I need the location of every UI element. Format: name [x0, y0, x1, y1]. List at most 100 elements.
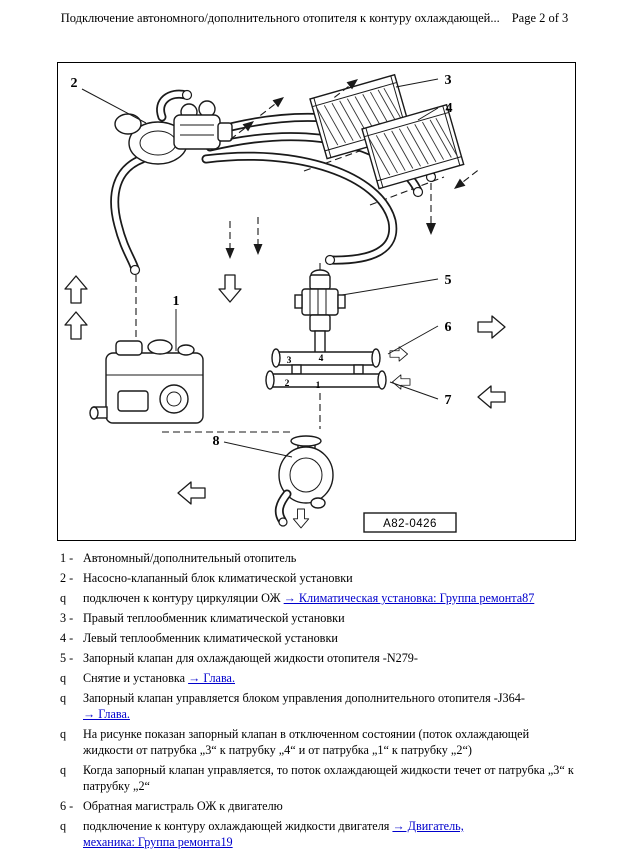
flow-arrow-icon — [225, 221, 235, 259]
legend-item: 5 - Запорный клапан для охлаждающей жидк… — [60, 650, 574, 666]
legend-body: Правый теплообменник климатической устан… — [83, 610, 574, 626]
legend-body: Автономный/дополнительный отопитель — [83, 550, 574, 566]
legend-text: Обратная магистраль ОЖ к двигателю — [83, 799, 283, 813]
leader-line — [341, 278, 439, 296]
figure-frame: 3 4 2 1 — [57, 62, 576, 541]
page-number: Page 2 of 3 — [511, 11, 569, 25]
valve-port-1: 1 — [316, 381, 321, 391]
doc-link[interactable]: → Климатическая установка: Группа ремонт… — [283, 591, 535, 605]
flow-arrow-open-icon — [477, 315, 506, 339]
hose-end — [324, 254, 336, 266]
auxiliary-heater — [89, 339, 204, 424]
legend-text: Насосно-клапанный блок климатической уст… — [83, 571, 353, 585]
doc-link[interactable]: механика: Группа ремонта19 — [83, 835, 233, 849]
legend-text: Правый теплообменник климатической устан… — [83, 611, 345, 625]
legend-item: 3 - Правый теплообменник климатической у… — [60, 610, 574, 626]
callout-1: 1 — [173, 294, 180, 309]
legend-item: q На рисунке показан запорный клапан в о… — [60, 726, 574, 758]
legend-marker: q — [60, 727, 67, 741]
flow-arrow-icon — [454, 170, 478, 189]
flow-arrow-icon — [230, 121, 254, 140]
legend-text: Левый теплообменник климатической устано… — [83, 631, 338, 645]
legend-item: 2 - Насосно-клапанный блок климатической… — [60, 570, 574, 586]
flow-arrow-open-icon — [389, 346, 408, 362]
legend-text: подключение к контуру охлаждающей жидкос… — [83, 819, 393, 833]
doc-link[interactable]: → Двигатель, — [392, 819, 464, 833]
legend-text: Запорный клапан для охлаждающей жидкости… — [83, 651, 418, 665]
flow-arrow-open-icon — [218, 274, 242, 303]
leader-line — [223, 441, 293, 458]
callout-2: 2 — [71, 76, 78, 91]
callouts: 2 3 4 1 5 6 7 8 — [71, 73, 453, 458]
flow-arrow-icon — [260, 97, 284, 116]
legend-body: Насосно-клапанный блок климатической уст… — [83, 570, 574, 586]
legend-item: 4 - Левый теплообменник климатической ус… — [60, 630, 574, 646]
legend-item: 1 - Автономный/дополнительный отопитель — [60, 550, 574, 566]
legend-marker: q — [60, 591, 67, 605]
doc-link[interactable]: → Глава. — [83, 707, 130, 721]
legend-body: Запорный клапан управляется блоком управ… — [83, 690, 574, 722]
legend-item: q Снятие и установка → Глава. — [60, 670, 574, 686]
figure-label: A82-0426 — [363, 512, 457, 533]
callout-5: 5 — [445, 273, 452, 288]
legend-body: Запорный клапан для охлаждающей жидкости… — [83, 650, 574, 666]
legend-body: Снятие и установка → Глава. — [83, 670, 574, 686]
leader-line — [81, 88, 147, 124]
legend-body: Когда запорный клапан управляется, то по… — [83, 762, 574, 794]
legend-text: Автономный/дополнительный отопитель — [83, 551, 297, 565]
legend-marker: q — [60, 671, 67, 685]
figure-code: A82-0426 — [383, 518, 437, 530]
flow-arrow-open-icon — [292, 508, 310, 529]
circulation-pump — [274, 435, 334, 527]
legend-marker: q — [60, 819, 67, 833]
coolant-shutoff-valve: 3 4 2 1 — [265, 269, 387, 391]
legend-item: q подключение к контуру охлаждающей жидк… — [60, 818, 574, 850]
leader-line — [389, 381, 439, 400]
legend-marker: 1 - — [60, 551, 74, 565]
page-header: Подключение автономного/дополнительного … — [0, 11, 629, 26]
technical-diagram: 3 4 2 1 — [64, 73, 506, 533]
legend-list: 1 - Автономный/дополнительный отопитель … — [60, 550, 574, 852]
legend-text: Когда запорный клапан управляется, то по… — [83, 763, 574, 793]
legend-item: 6 - Обратная магистраль ОЖ к двигателю — [60, 798, 574, 814]
leader-line — [387, 325, 439, 355]
hose-end — [412, 186, 424, 198]
legend-text: подключен к контуру циркуляции ОЖ — [83, 591, 284, 605]
flow-arrow-open-icon — [477, 385, 506, 409]
legend-marker: 4 - — [60, 631, 74, 645]
hose-end — [181, 89, 193, 101]
callout-6: 6 — [445, 320, 452, 335]
flow-arrow-icon — [253, 217, 263, 255]
legend-marker: q — [60, 691, 67, 705]
callout-8: 8 — [213, 434, 220, 449]
legend-body: Обратная магистраль ОЖ к двигателю — [83, 798, 574, 814]
doc-link[interactable]: → Глава. — [188, 671, 235, 685]
legend-item: q Когда запорный клапан управляется, то … — [60, 762, 574, 794]
valve-port-2: 2 — [285, 379, 290, 389]
legend-text: Снятие и установка — [83, 671, 189, 685]
legend-item: q подключен к контуру циркуляции ОЖ → Кл… — [60, 590, 574, 606]
legend-body: подключен к контуру циркуляции ОЖ → Клим… — [83, 590, 574, 606]
flow-arrows — [64, 79, 506, 529]
hose-end — [129, 264, 141, 276]
legend-body: На рисунке показан запорный клапан в отк… — [83, 726, 574, 758]
callout-4: 4 — [446, 101, 453, 116]
legend-body: подключение к контуру охлаждающей жидкос… — [83, 818, 574, 850]
heat-exchanger-left — [361, 103, 465, 190]
legend-marker: q — [60, 763, 67, 777]
legend-body: Левый теплообменник климатической устано… — [83, 630, 574, 646]
leader-line — [417, 107, 439, 121]
flow-arrow-icon — [426, 183, 436, 235]
legend-marker: 5 - — [60, 651, 74, 665]
flow-arrow-open-icon — [64, 311, 88, 340]
flow-arrow-open-icon — [177, 481, 206, 505]
flow-arrow-open-icon — [64, 275, 88, 304]
legend-marker: 6 - — [60, 799, 74, 813]
callout-7: 7 — [445, 393, 452, 408]
callout-3: 3 — [445, 73, 452, 88]
leader-line — [395, 78, 439, 88]
legend-text: На рисунке показан запорный клапан в отк… — [83, 727, 530, 757]
flow-arrow-open-icon — [392, 374, 411, 390]
document-title: Подключение автономного/дополнительного … — [60, 11, 500, 25]
